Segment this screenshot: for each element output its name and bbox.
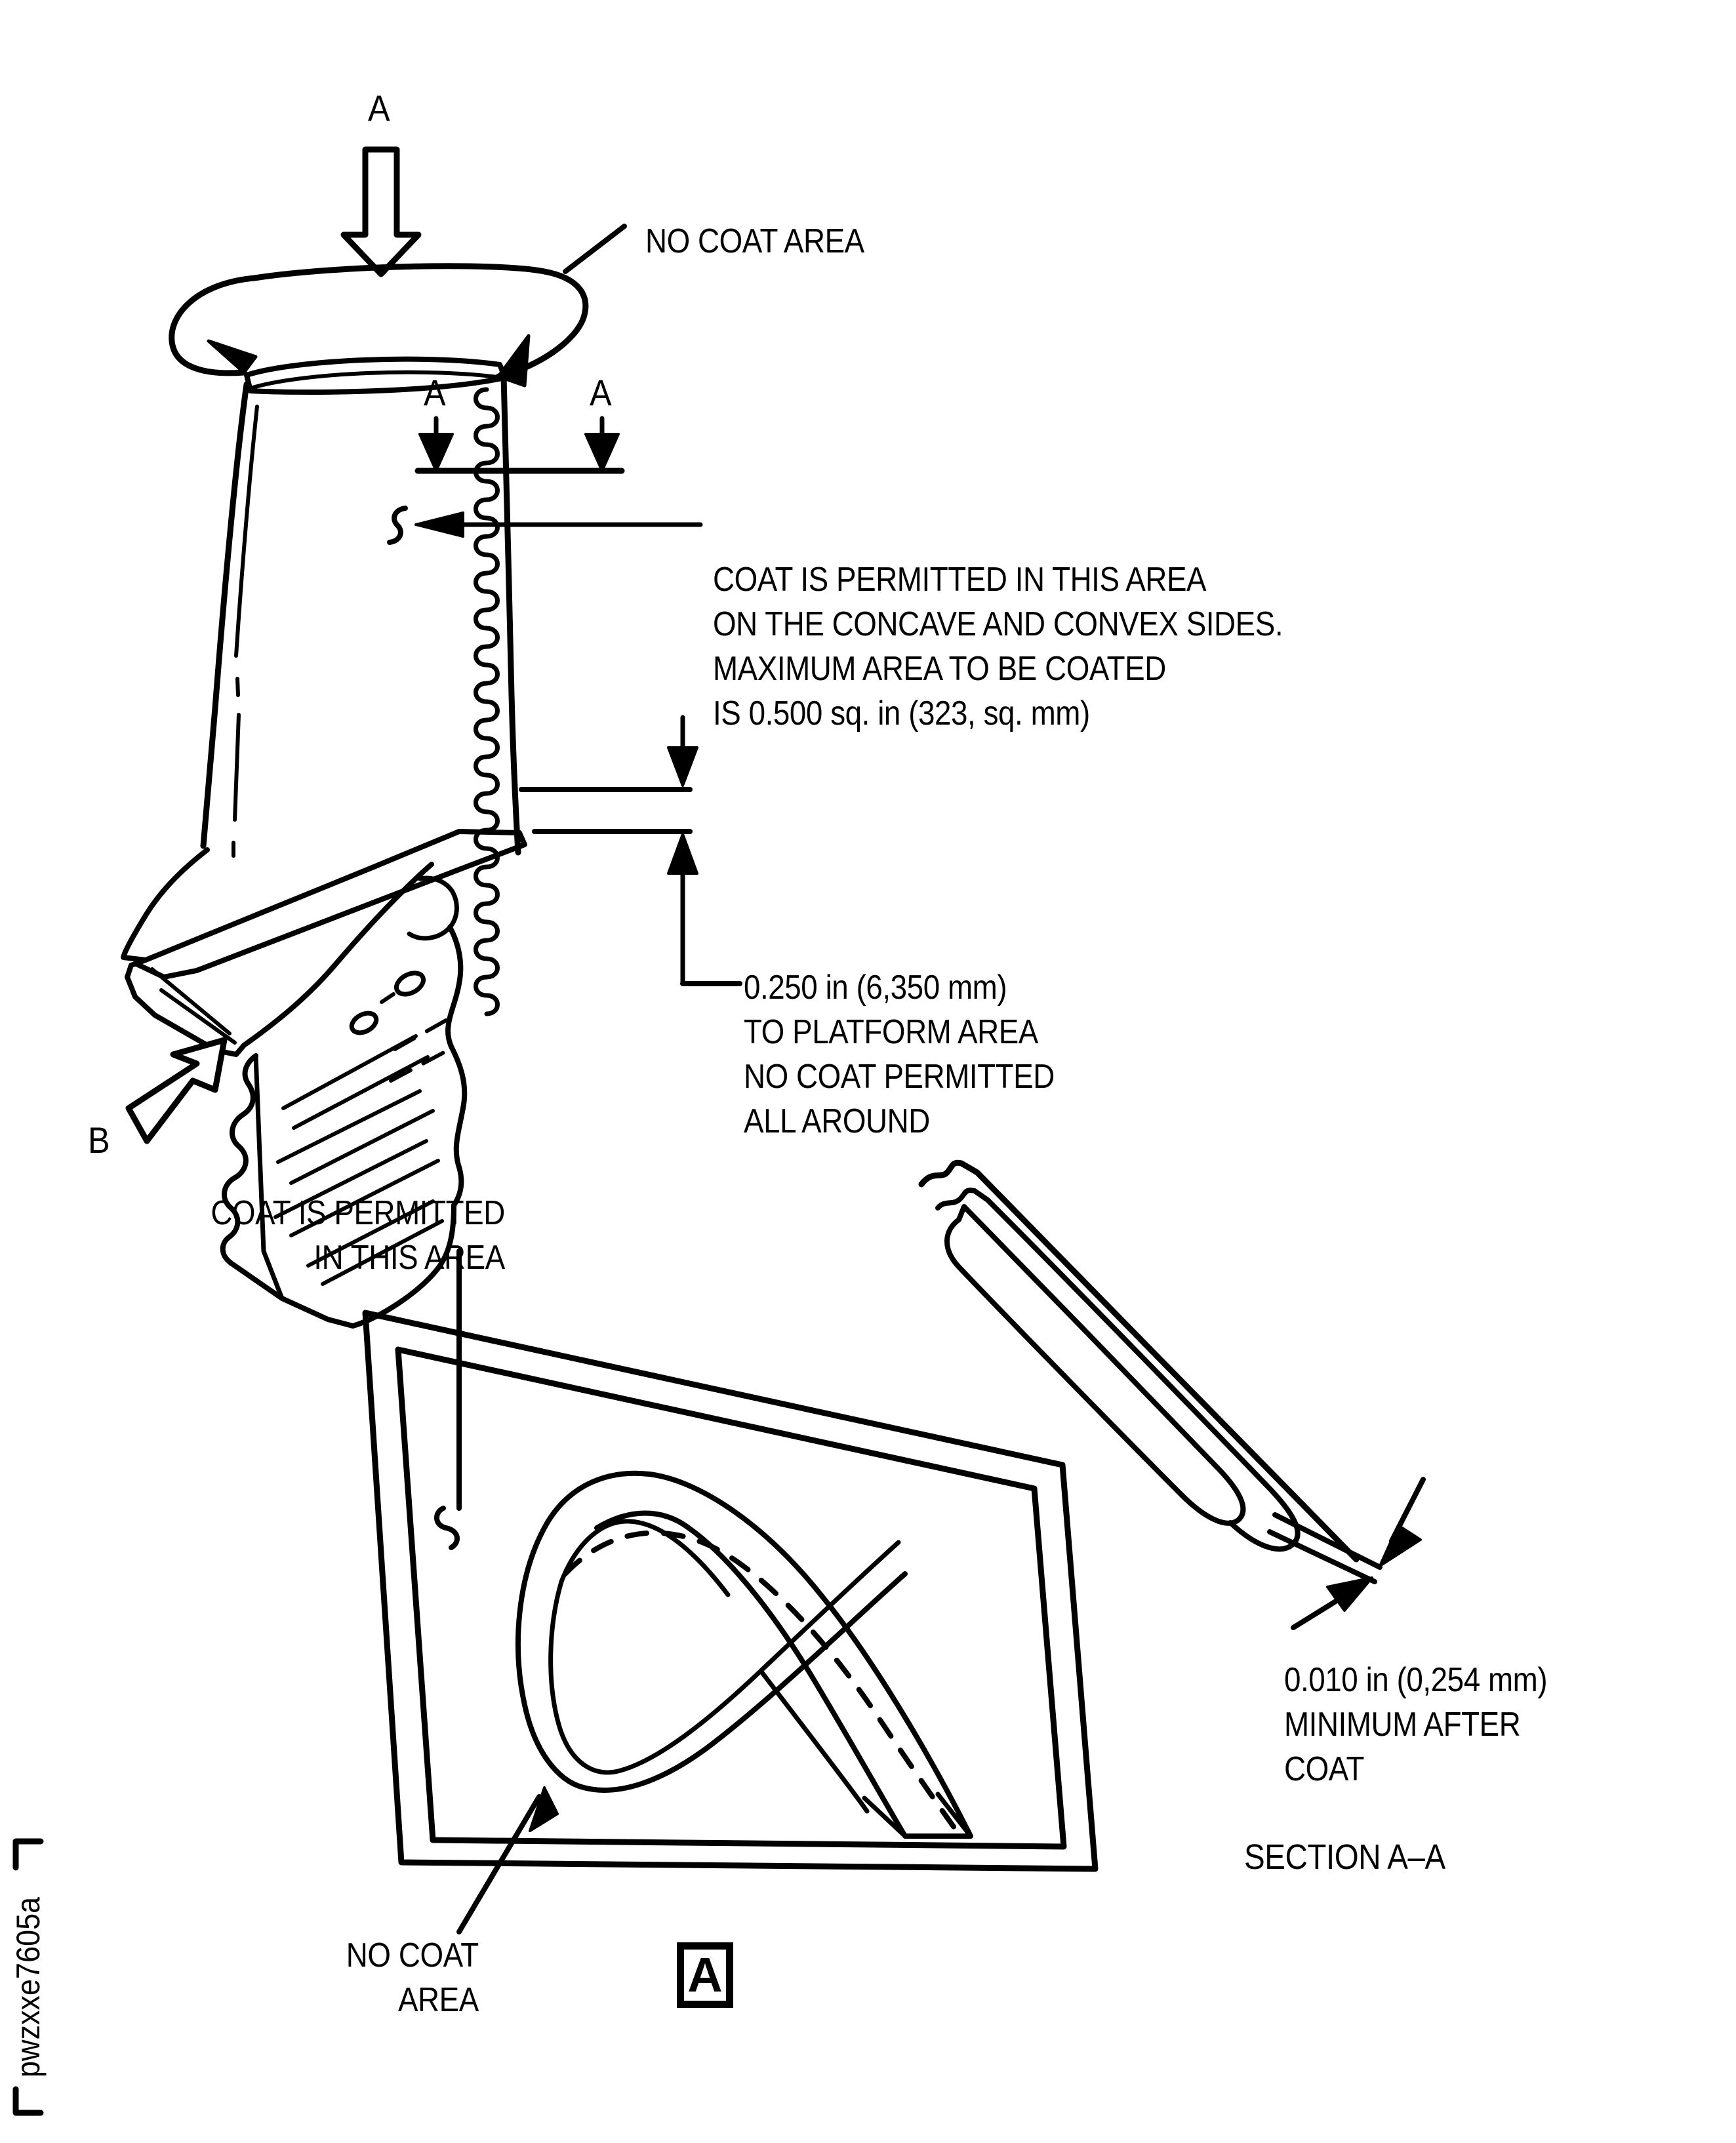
coat-boundary-scallop <box>474 387 500 1016</box>
section-marker-a-left: A <box>424 372 446 413</box>
platform-right-edge <box>445 925 468 1208</box>
section-marker-a-right: A <box>590 372 612 413</box>
coat-flag-symbol-upper <box>387 506 408 545</box>
root-left-profile <box>220 1053 258 1266</box>
tip-arrowhead-left <box>207 339 258 374</box>
callout-coat-permitted-line-4: IS 0.500 sq. in (323, sq. mm) <box>713 694 1090 732</box>
callout-detail-no-coat-line-1: NO COAT <box>346 1936 479 1974</box>
callout-platform-dim-line-1: 0.250 in (6,350 mm) <box>744 969 1007 1007</box>
sectionaa-outer <box>918 1159 1360 1563</box>
callout-section-thickness-line-1: 0.010 in (0,254 mm) <box>1284 1661 1548 1699</box>
coat-permitted-arrowhead <box>414 511 464 538</box>
callout-platform-dim-line-2: TO PLATFORM AREA <box>744 1013 1038 1051</box>
view-arrow-a-icon <box>340 146 422 277</box>
view-arrow-b-label: B <box>88 1119 110 1161</box>
figure-id-label: pwzxxe7605a <box>10 1896 47 2077</box>
section-aa-title: SECTION A–A <box>1244 1837 1445 1877</box>
blade-trailing-edge <box>500 373 521 856</box>
root-front-face <box>253 1053 266 1254</box>
callout-no-coat-area-tip: NO COAT AREA <box>645 222 864 260</box>
thickness-arrowhead-upper <box>1379 1524 1422 1567</box>
tip-leader-loop <box>169 275 258 376</box>
detail-frame-inner <box>395 1346 1067 1850</box>
callout-section-thickness-line-3: COAT <box>1284 1750 1364 1788</box>
detail-view-label-box: A <box>677 1942 733 2008</box>
figure-id-bracket <box>12 1838 44 1871</box>
callout-detail-no-coat-line-2: AREA <box>397 1981 479 2019</box>
sectionaa-inner <box>935 1188 1301 1552</box>
callout-detail-coat-permitted-line-2: IN THIS AREA <box>313 1239 505 1277</box>
platform-left-tab <box>125 957 247 1057</box>
view-arrow-b-icon <box>125 1037 228 1144</box>
view-arrow-a-label: A <box>368 87 390 129</box>
airfoil-outer-profile <box>515 1470 973 1839</box>
callout-coat-permitted-line-3: MAXIMUM AREA TO BE COATED <box>713 650 1166 688</box>
section-arrow-right <box>584 433 620 472</box>
sectionaa-coat-tail-a <box>1267 1529 1377 1584</box>
root-bottom <box>228 1260 355 1329</box>
coat-flag-symbol-detail <box>434 1506 460 1550</box>
dim-500-arrowhead <box>667 746 698 787</box>
platform-under-surface <box>241 862 434 1048</box>
sectionaa-core-void <box>944 1204 1246 1526</box>
thickness-arrowhead-lower <box>1326 1576 1373 1612</box>
section-arrow-left <box>418 433 454 472</box>
no-coat-tip-leader <box>563 224 627 274</box>
callout-detail-coat-permitted-line-1: COAT IS PERMITTED <box>211 1194 505 1232</box>
callout-platform-dim-line-3: NO COAT PERMITTED <box>744 1058 1055 1096</box>
sectionaa-coat-tail-b <box>1272 1512 1383 1570</box>
airfoil-trailing-wedge <box>862 1792 973 1839</box>
airfoil-hidden-edge <box>563 1530 960 1835</box>
callout-platform-dim-line-4: ALL AROUND <box>744 1102 930 1140</box>
blade-leading-edge <box>200 381 250 849</box>
callout-section-thickness-line-2: MINIMUM AFTER <box>1284 1706 1521 1744</box>
airfoil-inner-profile <box>548 1540 901 1775</box>
callout-coat-permitted-line-2: ON THE CONCAVE AND CONVEX SIDES. <box>713 605 1283 643</box>
detail-no-coat-leader <box>456 1794 542 1934</box>
detail-no-coat-arrowhead <box>529 1786 559 1832</box>
detail-frame-outer <box>362 1310 1099 1872</box>
platform-top-surface <box>121 829 527 980</box>
callout-coat-permitted-line-1: COAT IS PERMITTED IN THIS AREA <box>713 561 1207 599</box>
